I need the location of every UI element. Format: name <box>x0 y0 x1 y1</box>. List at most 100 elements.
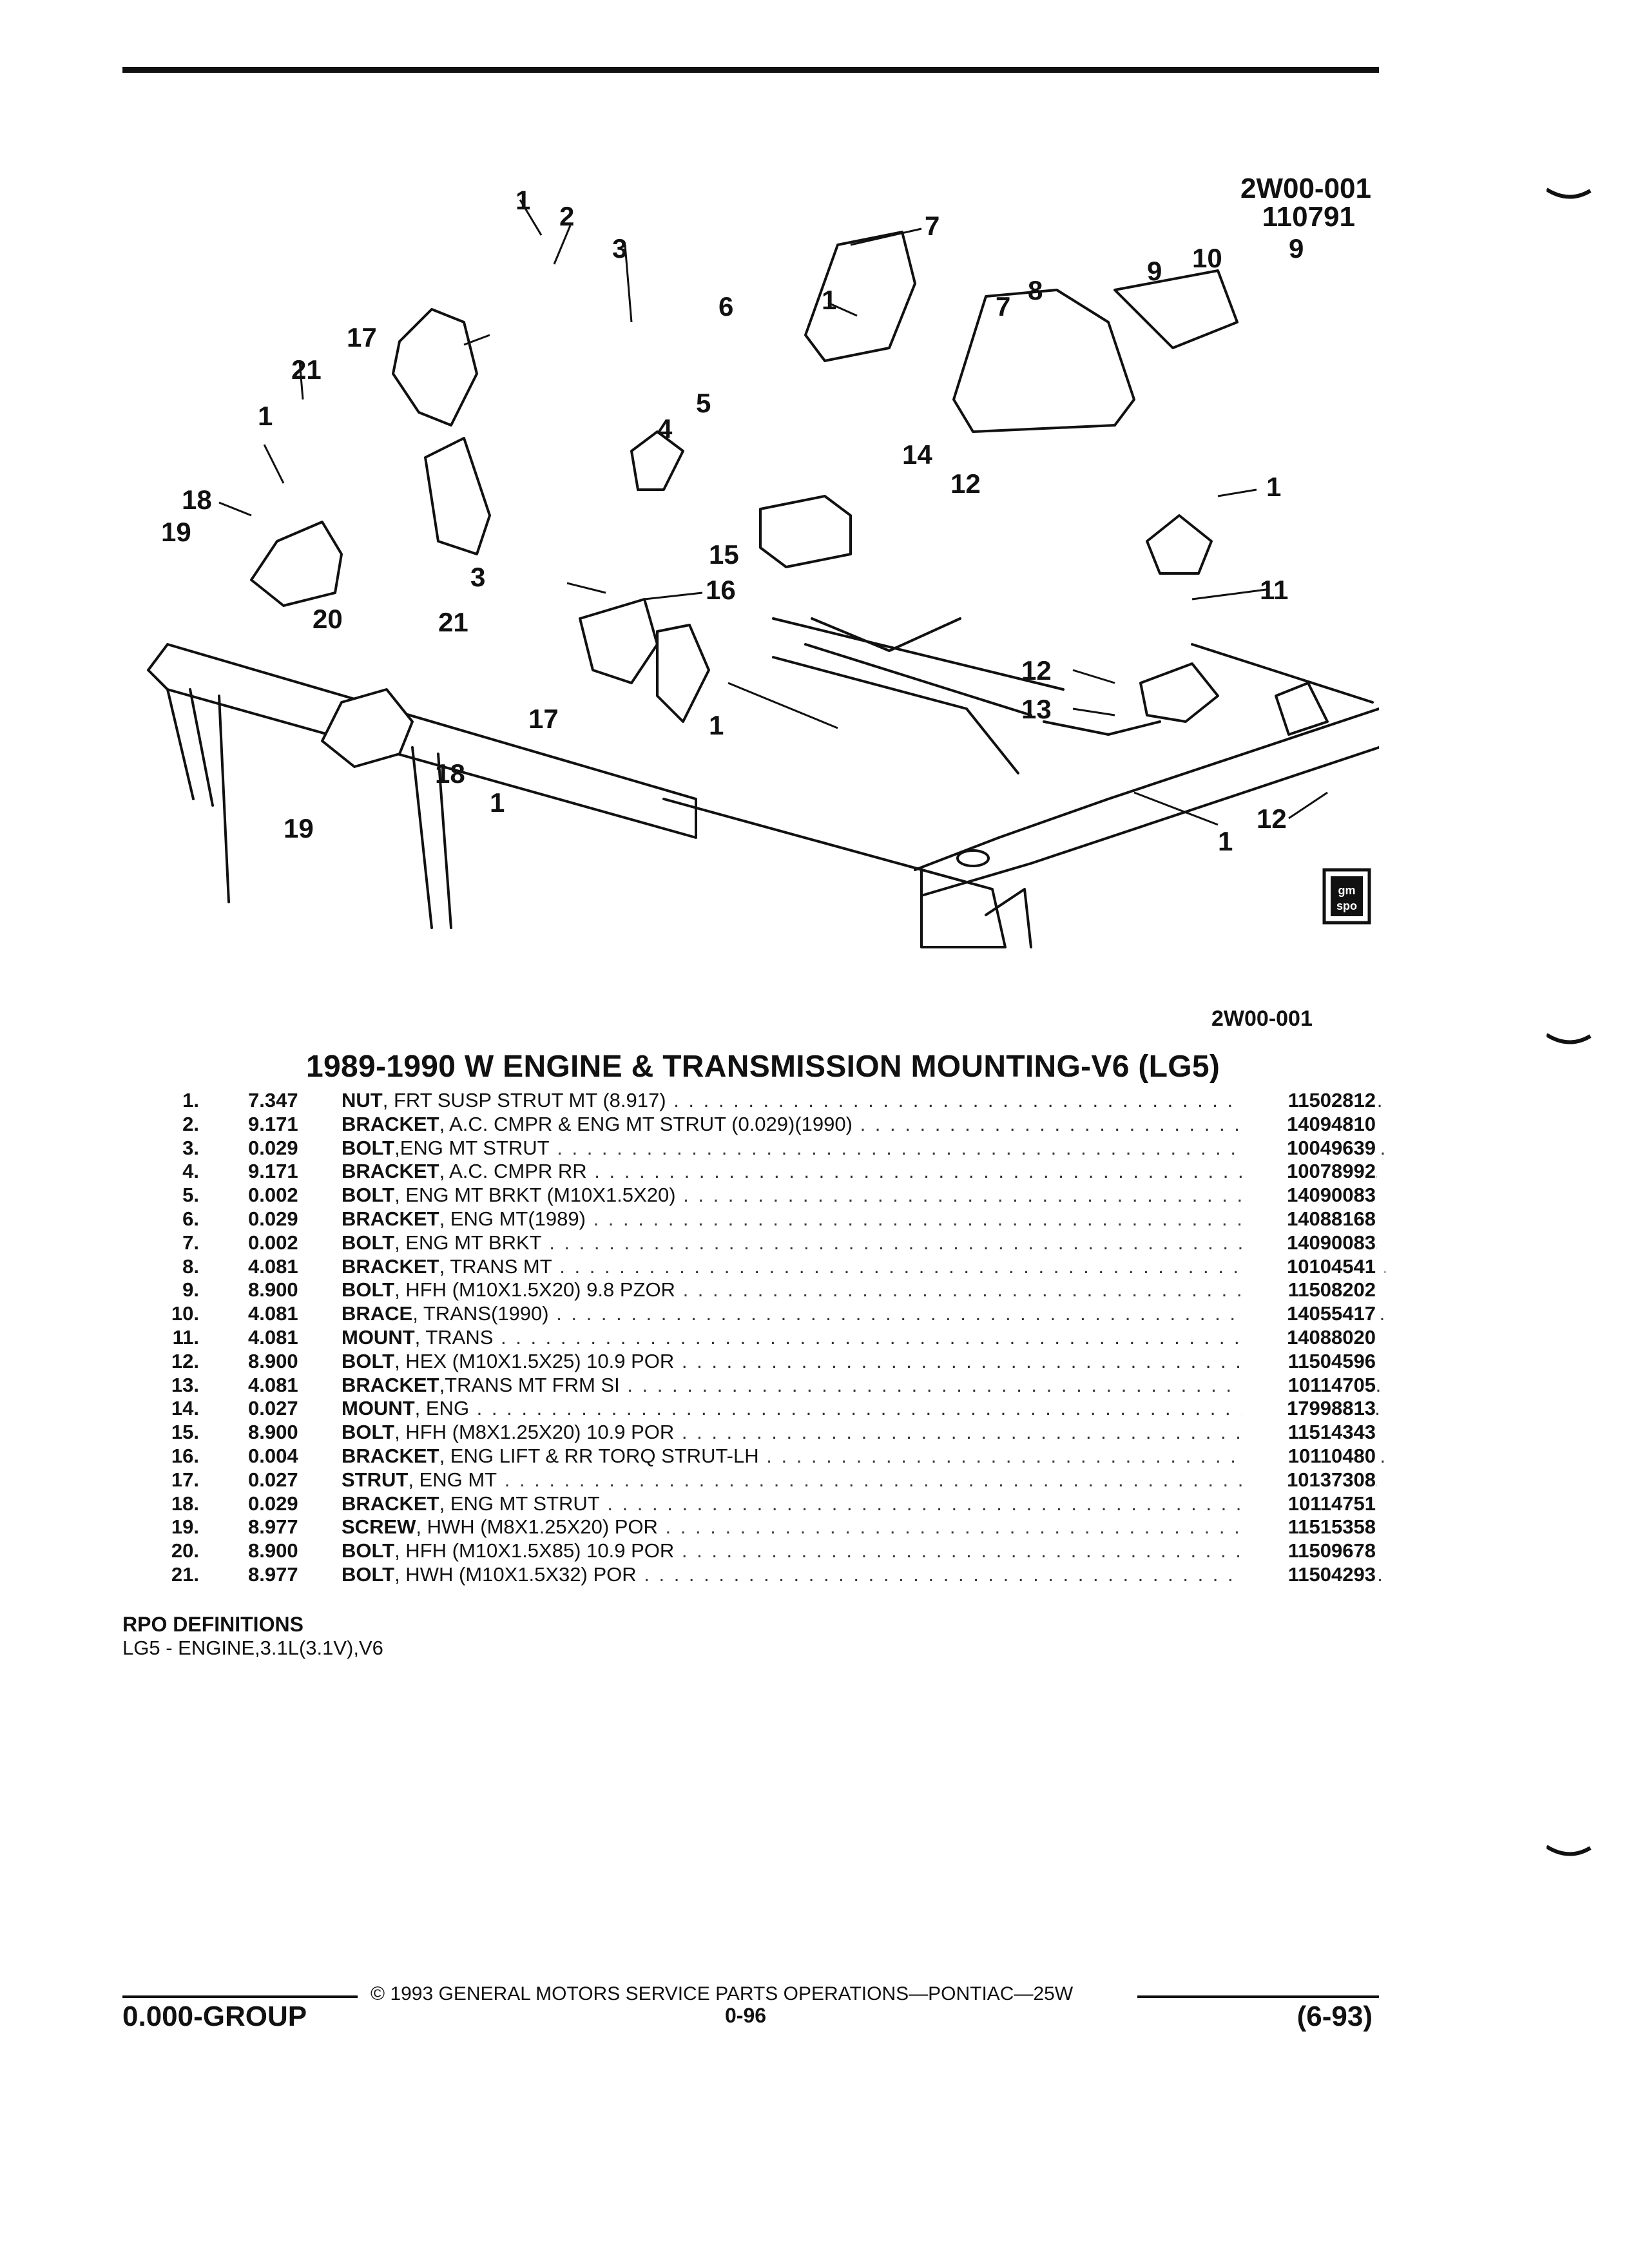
rpo-heading: RPO DEFINITIONS <box>122 1613 304 1636</box>
callout-12: 12 <box>1257 803 1287 834</box>
part-number: 11509678 <box>1242 1539 1376 1563</box>
part-spec: , TRANS MT <box>439 1254 552 1278</box>
callout-19: 19 <box>284 813 314 843</box>
part-description: SCREW, HWH (M8X1.25X20) POR . . . . . . … <box>342 1515 1385 1539</box>
part-name: BOLT <box>342 1349 395 1372</box>
callout-15: 15 <box>709 539 739 570</box>
copyright-notice: © 1993 GENERAL MOTORS SERVICE PARTS OPER… <box>371 1983 1074 2004</box>
part-name: BOLT <box>342 1421 395 1444</box>
callout-7: 7 <box>996 291 1010 322</box>
part-description: BOLT, HWH (M10X1.5X32) POR . . . . . . .… <box>342 1563 1385 1586</box>
part-number: 10137308 <box>1242 1468 1376 1492</box>
part-group-number: 0.027 <box>248 1397 298 1420</box>
group-label: 0.000-GROUP <box>122 2001 307 2032</box>
part-number: 11504293 <box>1242 1562 1376 1586</box>
mount-components <box>250 231 1329 768</box>
part-group-number: 9.171 <box>248 1160 298 1183</box>
page-number: 0-96 <box>725 2004 767 2027</box>
part-description: NUT, FRT SUSP STRUT MT (8.917) . . . . .… <box>342 1089 1385 1112</box>
callout-14: 14 <box>902 439 932 470</box>
part-number: 10104541 <box>1242 1254 1376 1278</box>
figure-bottom-id: 2W00-001 <box>1211 1006 1313 1031</box>
callout-13: 13 <box>1021 694 1052 724</box>
part-spec: , HWH (M10X1.5X32) POR <box>394 1562 637 1586</box>
binding-mark <box>1547 1845 1592 1856</box>
part-description: BRACKET, A.C. CMPR RR . . . . . . . . . … <box>342 1160 1385 1183</box>
part-spec: , ENG MT STRUT <box>439 1492 600 1515</box>
part-name: BRACE <box>342 1302 413 1325</box>
callout-18: 18 <box>435 758 465 789</box>
part-description: BOLT, HFH (M10X1.5X20) 9.8 PZOR . . . . … <box>342 1278 1385 1302</box>
part-name: BRACKET <box>342 1444 439 1467</box>
callout-11: 11 <box>1260 575 1288 605</box>
part-number: 11514343 <box>1242 1421 1376 1445</box>
part-group-number: 4.081 <box>248 1254 298 1278</box>
callout-9: 9 <box>1289 233 1304 264</box>
exploded-view-diagram: 1 2 3 17 21 1 18 19 6 1 5 7 7 8 9 10 9 4… <box>147 185 1379 948</box>
part-spec: , ENG LIFT & RR TORQ STRUT-LH <box>439 1444 759 1467</box>
part-name: BOLT <box>342 1184 395 1207</box>
callout-labels: 1 2 3 17 21 1 18 19 6 1 5 7 7 8 9 10 9 4… <box>161 185 1304 856</box>
gm-spo-logo: gm spo <box>1322 868 1371 925</box>
part-index: 11. <box>172 1325 199 1349</box>
part-number: 10078992 <box>1242 1160 1376 1184</box>
part-spec: , TRANS <box>414 1325 494 1349</box>
part-number: 14088020 <box>1242 1325 1376 1349</box>
part-number: 11515358 <box>1242 1515 1376 1539</box>
binding-mark <box>1547 187 1592 199</box>
part-description: BOLT, HEX (M10X1.5X25) 10.9 POR . . . . … <box>342 1350 1385 1373</box>
part-index: 3. <box>182 1136 199 1159</box>
figure-date-code: 110791 <box>1262 201 1355 233</box>
leader-dots: . . . . . . . . . . . . . . . . . . . . … <box>501 1325 1385 1349</box>
callout-1: 1 <box>822 285 836 315</box>
figure-id: 2W00-001 <box>1240 173 1371 204</box>
part-index: 1. <box>182 1089 199 1111</box>
part-description: BRACKET, ENG MT STRUT . . . . . . . . . … <box>342 1492 1385 1515</box>
footer-rule-right <box>1137 1995 1379 1998</box>
part-description: BRACKET, A.C. CMPR & ENG MT STRUT (0.029… <box>342 1113 1385 1136</box>
part-index: 19. <box>171 1515 199 1539</box>
part-group-number: 8.977 <box>248 1515 298 1539</box>
part-group-number: 9.171 <box>248 1112 298 1135</box>
part-group-number: 8.900 <box>248 1539 298 1562</box>
rpo-definition: LG5 - ENGINE,3.1L(3.1V),V6 <box>122 1637 383 1659</box>
part-description: BOLT, ENG MT BRKT (M10X1.5X20) . . . . .… <box>342 1184 1385 1207</box>
part-spec: , ENG MT <box>408 1468 497 1491</box>
footer-rule-left <box>122 1995 358 1998</box>
part-spec: , ENG MT BRKT <box>394 1231 542 1254</box>
part-group-number: 8.977 <box>248 1562 298 1586</box>
callout-16: 16 <box>706 575 736 605</box>
callout-6: 6 <box>718 291 733 322</box>
part-index: 6. <box>182 1207 199 1230</box>
part-index: 16. <box>171 1444 199 1467</box>
part-spec: , HEX (M10X1.5X25) 10.9 POR <box>394 1349 675 1372</box>
part-name: NUT <box>342 1089 383 1111</box>
part-name: BOLT <box>342 1539 395 1562</box>
part-number: 14094810 <box>1242 1112 1376 1136</box>
part-row: 19. 8.977 SCREW, HWH (M8X1.25X20) POR . . … <box>151 1515 1385 1539</box>
part-spec: ,ENG MT STRUT <box>394 1136 550 1159</box>
part-group-number: 0.027 <box>248 1468 298 1491</box>
callout-3: 3 <box>612 233 627 264</box>
part-index: 20. <box>171 1539 199 1562</box>
part-spec: , HFH (M10X1.5X20) 9.8 PZOR <box>394 1278 675 1302</box>
part-index: 4. <box>182 1160 199 1183</box>
part-group-number: 0.029 <box>248 1492 298 1515</box>
callout-12: 12 <box>950 468 981 499</box>
part-spec: , ENG MT(1989) <box>439 1207 586 1230</box>
callout-1: 1 <box>1266 472 1281 502</box>
callout-21: 21 <box>438 607 468 637</box>
leader-dots: . . . . . . . . . . . . . . . . . . . . … <box>504 1468 1385 1491</box>
part-name: SCREW <box>342 1515 416 1539</box>
callout-1: 1 <box>1218 826 1233 856</box>
part-index: 9. <box>182 1278 199 1302</box>
part-index: 14. <box>171 1397 199 1420</box>
